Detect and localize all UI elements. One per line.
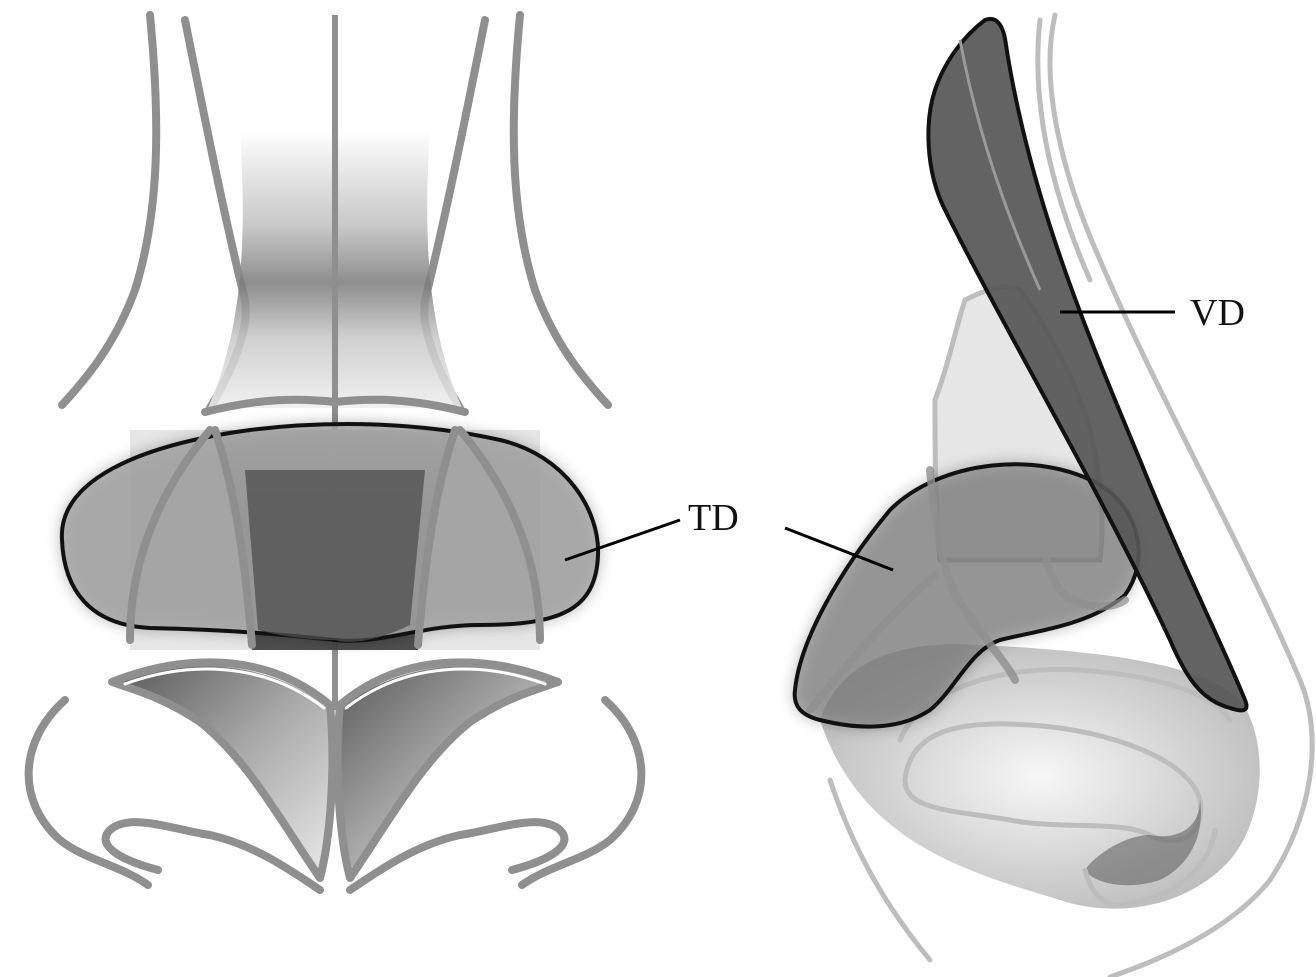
td-dark-center [245,470,425,642]
lateral-view [795,15,1313,977]
left-outer-contour [62,15,156,405]
vd-label: VD [1190,292,1245,334]
frontal-view [29,15,642,890]
td-label: TD [688,497,739,539]
right-outer-contour [514,15,608,405]
